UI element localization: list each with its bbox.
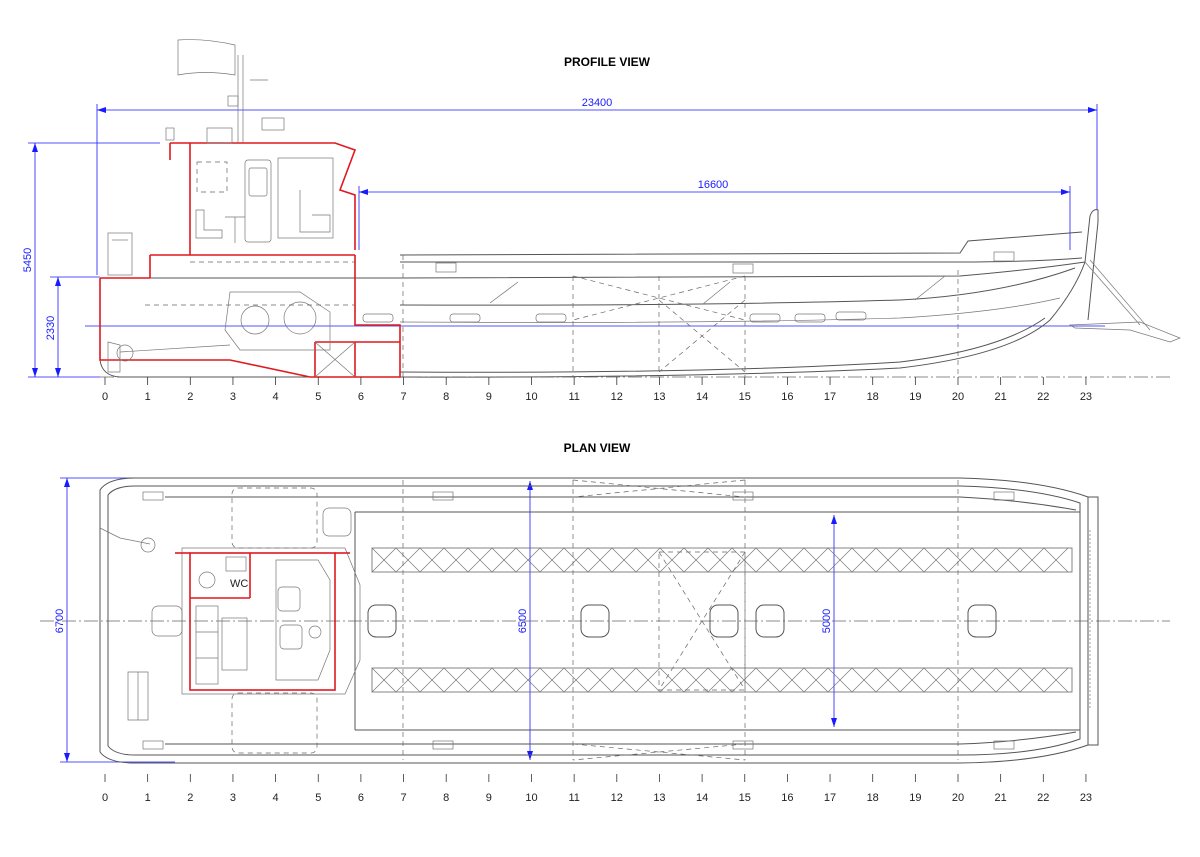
frame-number-label: 14 — [696, 391, 708, 403]
frame-number-label: 23 — [1080, 391, 1092, 403]
hull-plan — [99, 477, 1099, 764]
plan-view: 6700 6500 5000 — [40, 477, 1170, 804]
frame-number-label: 10 — [525, 792, 537, 804]
frame-number-label: 5 — [315, 391, 321, 403]
frame-number-label: 4 — [273, 391, 279, 403]
frame-number-label: 11 — [568, 391, 579, 403]
frame-number-label: 8 — [443, 391, 449, 403]
frame-number-label: 20 — [952, 391, 964, 403]
overall-length-label: 23400 — [582, 97, 613, 109]
frame-number-label: 12 — [611, 391, 623, 403]
frame-number-label: 3 — [230, 792, 236, 804]
frame-number-label: 21 — [995, 792, 1007, 804]
frame-number-label: 21 — [995, 391, 1007, 403]
beam-label: 6700 — [54, 609, 66, 633]
frame-number-label: 22 — [1037, 792, 1049, 804]
wheelhouse-profile — [99, 39, 401, 378]
frame-number-label: 2 — [187, 792, 193, 804]
frame-number-label: 13 — [653, 391, 665, 403]
beam-dimension: 6700 — [54, 477, 175, 763]
hull-profile — [99, 209, 1181, 378]
frame-number-label: 19 — [909, 391, 921, 403]
frame-number-label: 9 — [486, 391, 492, 403]
frame-number-label: 18 — [867, 792, 879, 804]
draft-dimension: 2330 — [45, 276, 100, 377]
overall-length-dimension: 23400 — [96, 97, 1098, 275]
frame-number-label: 13 — [653, 792, 665, 804]
frame-number-label: 20 — [952, 792, 964, 804]
profile-view-title: PROFILE VIEW — [564, 55, 651, 69]
frame-number-label: 22 — [1037, 391, 1049, 403]
frame-number-label: 1 — [145, 792, 151, 804]
plan-view-title: PLAN VIEW — [564, 441, 631, 455]
frame-number-label: 0 — [102, 792, 108, 804]
deck-length-label: 16600 — [698, 179, 729, 191]
wheelhouse-plan: WC — [175, 547, 361, 695]
frame-number-label: 1 — [145, 391, 151, 403]
frame-number-label: 16 — [781, 391, 793, 403]
frame-number-label: 19 — [909, 792, 921, 804]
frame-number-label: 7 — [400, 391, 406, 403]
frame-number-label: 17 — [824, 792, 836, 804]
frame-number-label: 12 — [611, 792, 623, 804]
wc-label: WC — [230, 578, 248, 590]
frame-number-label: 7 — [400, 792, 406, 804]
inner-beam-dimension: 6500 — [517, 481, 533, 760]
frame-number-label: 15 — [739, 792, 751, 804]
frame-number-label: 2 — [187, 391, 193, 403]
height-label: 5450 — [22, 248, 34, 272]
frame-number-label: 15 — [739, 391, 751, 403]
frame-number-label: 17 — [824, 391, 836, 403]
draft-label: 2330 — [45, 316, 57, 340]
frame-number-label: 16 — [781, 792, 793, 804]
frame-number-label: 11 — [568, 792, 579, 804]
profile-view: 23400 16600 5450 2330 — [22, 39, 1181, 403]
frame-number-label: 9 — [486, 792, 492, 804]
height-dimension: 5450 — [22, 142, 160, 378]
frame-number-label: 10 — [525, 391, 537, 403]
frame-number-label: 5 — [315, 792, 321, 804]
frame-number-label: 0 — [102, 391, 108, 403]
frame-number-label: 6 — [358, 391, 364, 403]
deck-length-dimension: 16600 — [358, 179, 1071, 250]
frame-number-label: 14 — [696, 792, 708, 804]
frame-number-label: 18 — [867, 391, 879, 403]
frame-number-label: 23 — [1080, 792, 1092, 804]
frame-number-label: 3 — [230, 391, 236, 403]
frame-number-label: 6 — [358, 792, 364, 804]
frame-number-label: 8 — [443, 792, 449, 804]
inner-beam-label: 6500 — [517, 609, 529, 633]
frame-number-label: 4 — [273, 792, 279, 804]
